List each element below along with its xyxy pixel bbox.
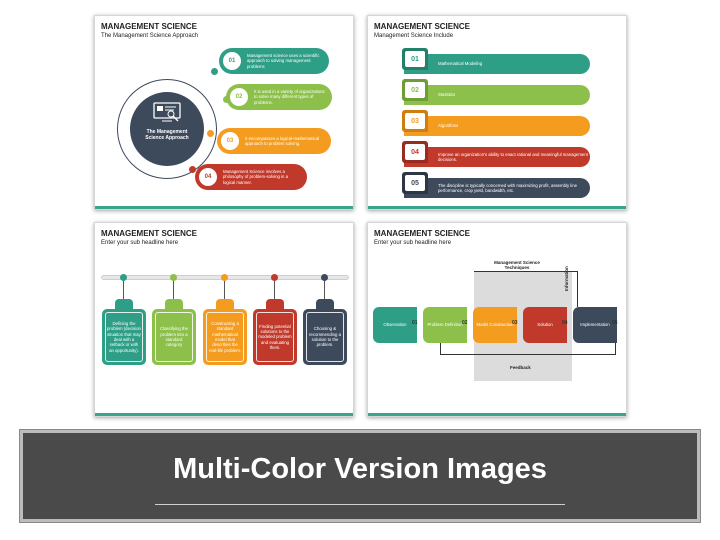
include-tab-5: 05 <box>402 172 428 194</box>
step-card-4: Finding potential solutions to the model… <box>253 309 297 365</box>
slide-subtitle: Management Science Include <box>374 33 454 39</box>
item-number: 01 <box>223 52 241 70</box>
step-number: 02 <box>462 320 468 326</box>
tab-number: 01 <box>405 51 425 67</box>
timeline-dot <box>170 274 177 281</box>
card-cap <box>216 299 234 311</box>
monitor-icon <box>150 100 184 124</box>
include-tab-2: 02 <box>402 79 428 101</box>
connector-dot <box>189 166 196 173</box>
step-card-5: Choosing & recommending a solution to th… <box>303 309 347 365</box>
include-row-5: The discipline is typically concerned wi… <box>404 178 590 198</box>
slide-subtitle: The Management Science Approach <box>101 33 199 39</box>
approach-circle <box>130 92 204 166</box>
approach-item-1: 01 Management science uses a scientific … <box>219 48 329 74</box>
item-number: 03 <box>221 132 239 150</box>
step-card-1: Defining the problem (decision situation… <box>102 309 146 365</box>
slide-thumbnail-2[interactable]: MANAGEMENT SCIENCE Management Science In… <box>367 15 627 210</box>
approach-item-4: 04 Management Science involves a philoso… <box>195 164 307 190</box>
approach-ring <box>117 79 217 179</box>
item-number: 04 <box>199 168 217 186</box>
item-text: It encompasses a logical-mathematical ap… <box>245 135 320 146</box>
slide-thumbnail-1[interactable]: MANAGEMENT SCIENCE The Management Scienc… <box>94 15 354 210</box>
timeline-dot <box>321 274 328 281</box>
step-observation: Observation <box>373 307 417 343</box>
step-number: 05 <box>612 320 618 326</box>
timeline-stem <box>274 279 275 301</box>
information-line <box>474 271 578 307</box>
tab-number: 03 <box>405 113 425 129</box>
approach-center-label: The Management Science Approach <box>145 129 189 141</box>
slide-title: MANAGEMENT SCIENCE <box>374 229 471 238</box>
timeline-stem <box>224 279 225 301</box>
card-cap <box>266 299 284 311</box>
row-text: Algorithms <box>438 123 459 129</box>
card-cap <box>316 299 334 311</box>
approach-item-2: 02 It is used in a variety of organizati… <box>226 84 332 110</box>
slide-subtitle: Enter your sub headline here <box>374 240 452 246</box>
include-tab-3: 03 <box>402 110 428 132</box>
step-number: 01 <box>412 320 418 326</box>
feedback-label: Feedback <box>510 365 531 370</box>
slide-title: MANAGEMENT SCIENCE <box>101 22 198 31</box>
feedback-loop <box>440 333 616 355</box>
slide-thumbnail-3[interactable]: MANAGEMENT SCIENCE Enter your sub headli… <box>94 222 354 417</box>
include-tab-1: 01 <box>402 48 428 70</box>
banner-underline <box>155 504 565 505</box>
item-text: Management Science involves a philosophy… <box>223 169 288 185</box>
step-number: 03 <box>512 320 518 326</box>
slide-title: MANAGEMENT SCIENCE <box>374 22 471 31</box>
step-solution: Solution <box>523 307 567 343</box>
caption-banner: Multi-Color Version Images <box>20 430 700 522</box>
connector-dot <box>207 130 214 137</box>
include-row-1: Mathematical Modeling <box>404 54 590 74</box>
timeline-stem <box>324 279 325 301</box>
card-text: Choosing & recommending a solution to th… <box>306 312 344 362</box>
step-model-construction: Model Construction <box>473 307 517 343</box>
slide-thumbnail-4[interactable]: MANAGEMENT SCIENCE Enter your sub headli… <box>367 222 627 417</box>
item-text: It is used in a variety of organizations… <box>254 89 325 105</box>
timeline-stem <box>173 279 174 301</box>
include-row-4: Improve an organization's ability to ena… <box>404 147 590 167</box>
include-row-3: Algorithms <box>404 116 590 136</box>
item-text: Management science uses a scientific app… <box>247 53 320 69</box>
timeline-stem <box>123 279 124 301</box>
step-card-2: Classifying the problem into a standard … <box>152 309 196 365</box>
techniques-label: Management Science Techniques <box>494 259 540 271</box>
include-tab-4: 04 <box>402 141 428 163</box>
row-text: Mathematical Modeling <box>438 61 483 67</box>
slide-subtitle: Enter your sub headline here <box>101 240 179 246</box>
step-implementation: Implementation <box>573 307 617 343</box>
include-row-2: Statistics <box>404 85 590 105</box>
card-cap <box>165 299 183 311</box>
tab-number: 02 <box>405 82 425 98</box>
card-text: Finding potential solutions to the model… <box>256 312 294 362</box>
timeline-dot <box>120 274 127 281</box>
row-text: The discipline is typically concerned wi… <box>438 182 577 193</box>
banner-title: Multi-Color Version Images <box>173 453 547 485</box>
card-text: Classifying the problem into a standard … <box>155 312 193 362</box>
row-text: Statistics <box>438 92 456 98</box>
timeline-dot <box>271 274 278 281</box>
item-number: 02 <box>230 88 248 106</box>
slide-title: MANAGEMENT SCIENCE <box>101 229 198 238</box>
step-card-3: Constructing a standard mathematical mod… <box>203 309 247 365</box>
row-text: Improve an organization's ability to ena… <box>438 151 588 162</box>
card-cap <box>115 299 133 311</box>
card-text: Constructing a standard mathematical mod… <box>206 312 244 362</box>
step-number: 04 <box>562 320 568 326</box>
tab-number: 04 <box>405 144 425 160</box>
card-text: Defining the problem (decision situation… <box>105 312 143 362</box>
approach-item-3: 03 It encompasses a logical-mathematical… <box>217 128 331 154</box>
connector-dot <box>211 68 218 75</box>
timeline-dot <box>221 274 228 281</box>
tab-number: 05 <box>405 175 425 191</box>
step-problem-definition: Problem Definition <box>423 307 467 343</box>
